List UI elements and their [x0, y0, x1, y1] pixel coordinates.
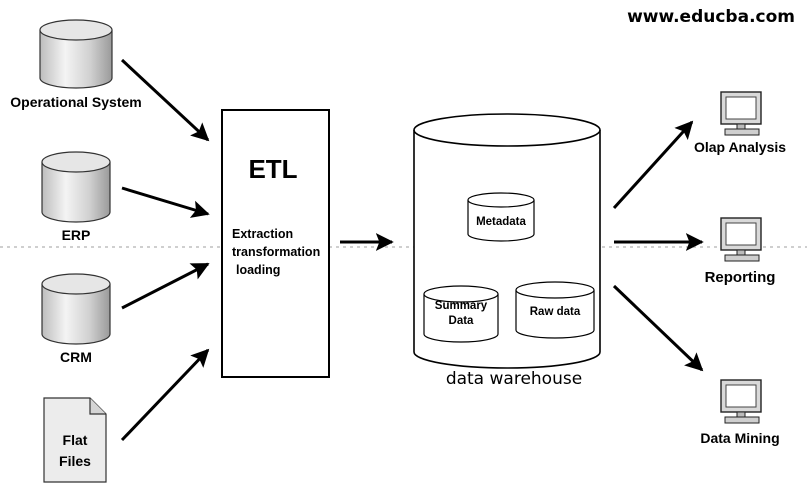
raw-data-label: Raw data — [530, 306, 581, 318]
computer-monitor-icon — [720, 379, 762, 424]
arrow-crm-to-etl — [121, 262, 210, 310]
summary-label-line2: Data — [449, 315, 475, 327]
etl-line3: loading — [236, 263, 280, 277]
summary-label-line1: Summary — [435, 300, 488, 312]
arrow-erp-to-etl — [121, 186, 210, 218]
computer-monitor-icon — [720, 91, 762, 136]
etl-title: ETL — [248, 154, 297, 184]
source-operational-system: Operational System — [10, 19, 142, 110]
output-olap-analysis: Olap Analysis — [694, 91, 786, 155]
arrow-warehouse-to-olap — [612, 120, 694, 210]
data-warehouse: Metadata Summary Data Raw data data ware… — [413, 113, 601, 389]
metadata-store: Metadata — [467, 192, 535, 242]
summary-data-store: Summary Data — [423, 285, 499, 343]
output-reporting: Reporting — [705, 217, 776, 286]
source-label-line1: Flat — [63, 432, 88, 448]
etl-line2: transformation — [232, 245, 320, 259]
source-erp: ERP — [41, 151, 111, 243]
document-fold-icon — [89, 398, 106, 415]
source-crm: CRM — [41, 273, 111, 365]
output-label: Data Mining — [700, 430, 779, 446]
metadata-label: Metadata — [476, 216, 526, 228]
etl-box: ETL Extraction transformation loading — [221, 109, 330, 378]
database-cylinder-icon — [41, 151, 111, 223]
source-label: CRM — [60, 349, 92, 365]
source-label: ERP — [62, 227, 91, 243]
database-cylinder-icon — [41, 273, 111, 345]
database-cylinder-icon — [39, 19, 113, 89]
source-label-line2: Files — [59, 453, 91, 469]
source-flat-files: Flat Files — [43, 397, 107, 483]
output-label: Reporting — [705, 269, 776, 286]
source-label: Operational System — [10, 94, 142, 110]
watermark-text: www.educba.com — [627, 7, 795, 27]
arrow-warehouse-to-datamining — [612, 284, 704, 372]
warehouse-label: data warehouse — [446, 369, 582, 389]
etl-line1: Extraction — [232, 227, 293, 241]
output-label: Olap Analysis — [694, 139, 786, 155]
arrow-flatfiles-to-etl — [120, 348, 210, 442]
raw-data-store: Raw data — [515, 281, 595, 339]
document-icon — [43, 397, 107, 483]
computer-monitor-icon — [720, 217, 762, 262]
output-data-mining: Data Mining — [700, 379, 780, 446]
arrow-operational-to-etl — [120, 58, 210, 142]
